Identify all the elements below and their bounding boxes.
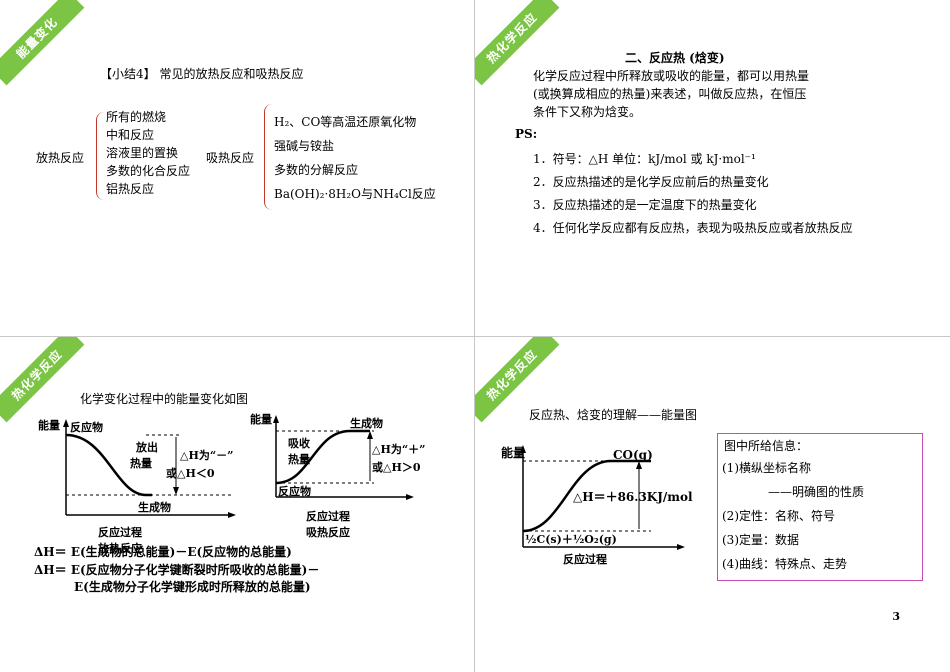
- exo-item: 所有的燃烧: [106, 110, 167, 124]
- x-arrow: [406, 494, 414, 500]
- y-arrow: [520, 445, 526, 453]
- formula-line: E(生成物分子化学键形成时所释放的总能量): [74, 580, 311, 594]
- y-arrow: [63, 419, 69, 427]
- y-arrow: [273, 415, 279, 423]
- energy-curve: [522, 459, 651, 533]
- horizontal-divider: [0, 336, 950, 337]
- sign: △H为“＋”: [372, 442, 426, 456]
- ribbon-label: 热化学反应: [0, 337, 85, 423]
- ylabel: 能量: [38, 418, 60, 432]
- ylabel: 能量: [250, 412, 272, 426]
- summary-title: 【小结4】 常见的放热反应和吸热反应: [100, 67, 304, 81]
- exo-item: 多数的化合反应: [106, 164, 191, 178]
- dh-arrowhead: [636, 461, 642, 469]
- panel-reaction-heat: 热化学反应 二、反应热 (焓变) 化学反应过程中所释放或吸收的能量，都可以用热量…: [475, 0, 949, 336]
- x-arrow: [677, 544, 685, 550]
- panel-energy-graph-understanding: 热化学反应 反应热、焓变的理解——能量图 能量 CO(g) △H＝＋86.3KJ…: [475, 337, 949, 672]
- endo-item: H₂、CO等高温还原氧化物: [274, 115, 417, 129]
- ps-item: 1．符号：△H 单位：kJ/mol 或 kJ·mol⁻¹: [533, 152, 756, 166]
- product-label: CO(g): [613, 448, 653, 462]
- exo-curve: [65, 433, 152, 497]
- exo-brace: [96, 112, 104, 200]
- top-label: 反应物: [70, 420, 103, 434]
- ps-item: 2．反应热描述的是化学反应前后的热量变化: [533, 175, 769, 189]
- info-line: (3)定量：数据: [722, 533, 799, 547]
- reactant-label: ½C(s)＋½O₂(g): [525, 533, 617, 546]
- info-line: (4)曲线：特殊点、走势: [722, 557, 847, 571]
- note2: 热量: [288, 452, 310, 466]
- dh-arrowhead: [173, 487, 179, 495]
- dh-value: △H＝＋86.3KJ/mol: [573, 490, 693, 504]
- endo-item: 多数的分解反应: [274, 163, 359, 177]
- exo-item: 铝热反应: [106, 182, 155, 196]
- exo-label: 放热反应: [36, 151, 85, 165]
- intro-line: 化学反应过程中所释放或吸收的能量，都可以用热量: [533, 69, 810, 83]
- xlabel: 反应过程: [563, 552, 607, 566]
- endo-energy-graph: 能量 生成物 反应物 吸收 热量 △H为“＋” 或△H＞0: [250, 412, 426, 500]
- panel-exo-endo-summary: 能量变化 【小结4】 常见的放热反应和吸热反应 放热反应 所有的燃烧 中和反应 …: [0, 0, 474, 336]
- exo-energy-graph: 能量 反应物 生成物 放出 热量 △H为“－” 或△H＜0: [38, 418, 236, 518]
- intro-line: (或换算成相应的热量)来表述，叫做反应热，在恒压: [533, 87, 807, 101]
- section-title: 二、反应热 (焓变): [625, 51, 725, 65]
- info-line: ——明确图的性质: [768, 485, 865, 499]
- endo-item: 强碱与铵盐: [274, 139, 335, 153]
- cond: 或△H＜0: [166, 466, 215, 480]
- info-line: (2)定性：名称、符号: [722, 509, 835, 523]
- sign: △H为“－”: [180, 448, 234, 462]
- note2: 热量: [130, 456, 152, 470]
- exo-item: 中和反应: [106, 128, 155, 142]
- cond: 或△H＞0: [372, 460, 421, 474]
- exo-item: 溶液里的置换: [106, 146, 179, 160]
- info-box: 图中所给信息： (1)横纵坐标名称 ——明确图的性质 (2)定性：名称、符号 (…: [717, 433, 923, 581]
- endo-label: 吸热反应: [206, 151, 255, 165]
- intro-line: 条件下又称为焓变。: [533, 105, 642, 119]
- note1: 放出: [135, 440, 158, 454]
- exo-caption: 放热反应: [98, 542, 142, 555]
- ribbon-label: 能量变化: [0, 0, 85, 86]
- co-energy-graph: 能量 CO(g) △H＝＋86.3KJ/mol ½C(s)＋½O₂(g) 反应过…: [501, 445, 693, 566]
- info-line: 图中所给信息：: [724, 439, 809, 453]
- diagram-title: 化学变化过程中的能量变化如图: [80, 392, 249, 406]
- formula-line: ΔH＝ E(生成物的总能量)－E(反应物的总能量): [34, 545, 292, 559]
- top-label: 生成物: [350, 416, 383, 430]
- bottom-label: 反应物: [278, 484, 311, 498]
- endo-brace: [264, 104, 272, 210]
- x-arrow: [228, 512, 236, 518]
- note1: 吸收: [288, 436, 310, 450]
- ps-item: 3．反应热描述的是一定温度下的热量变化: [533, 198, 757, 212]
- section-title: 反应热、焓变的理解——能量图: [529, 408, 698, 422]
- ylabel: 能量: [501, 445, 525, 460]
- endo-item: Ba(OH)₂·8H₂O与NH₄Cl反应: [274, 187, 436, 201]
- exo-xlabel: 反应过程: [98, 526, 142, 539]
- formula-line: ΔH＝ E(反应物分子化学键断裂时所吸收的总能量)－: [34, 563, 320, 577]
- endo-curve: [275, 429, 370, 485]
- dh-arrowhead: [367, 431, 373, 439]
- ps-label: PS:: [515, 127, 538, 141]
- ps-item: 4．任何化学反应都有反应热，表现为吸热反应或者放热反应: [533, 221, 853, 235]
- page-number: 3: [892, 610, 900, 623]
- bottom-label: 生成物: [138, 500, 171, 514]
- panel-energy-diagrams: 热化学反应 化学变化过程中的能量变化如图 能量 反应物 生成物 放出 热量 △H…: [0, 337, 474, 672]
- endo-xlabel: 反应过程: [306, 510, 350, 523]
- endo-caption: 吸热反应: [306, 526, 350, 539]
- info-line: (1)横纵坐标名称: [722, 461, 811, 475]
